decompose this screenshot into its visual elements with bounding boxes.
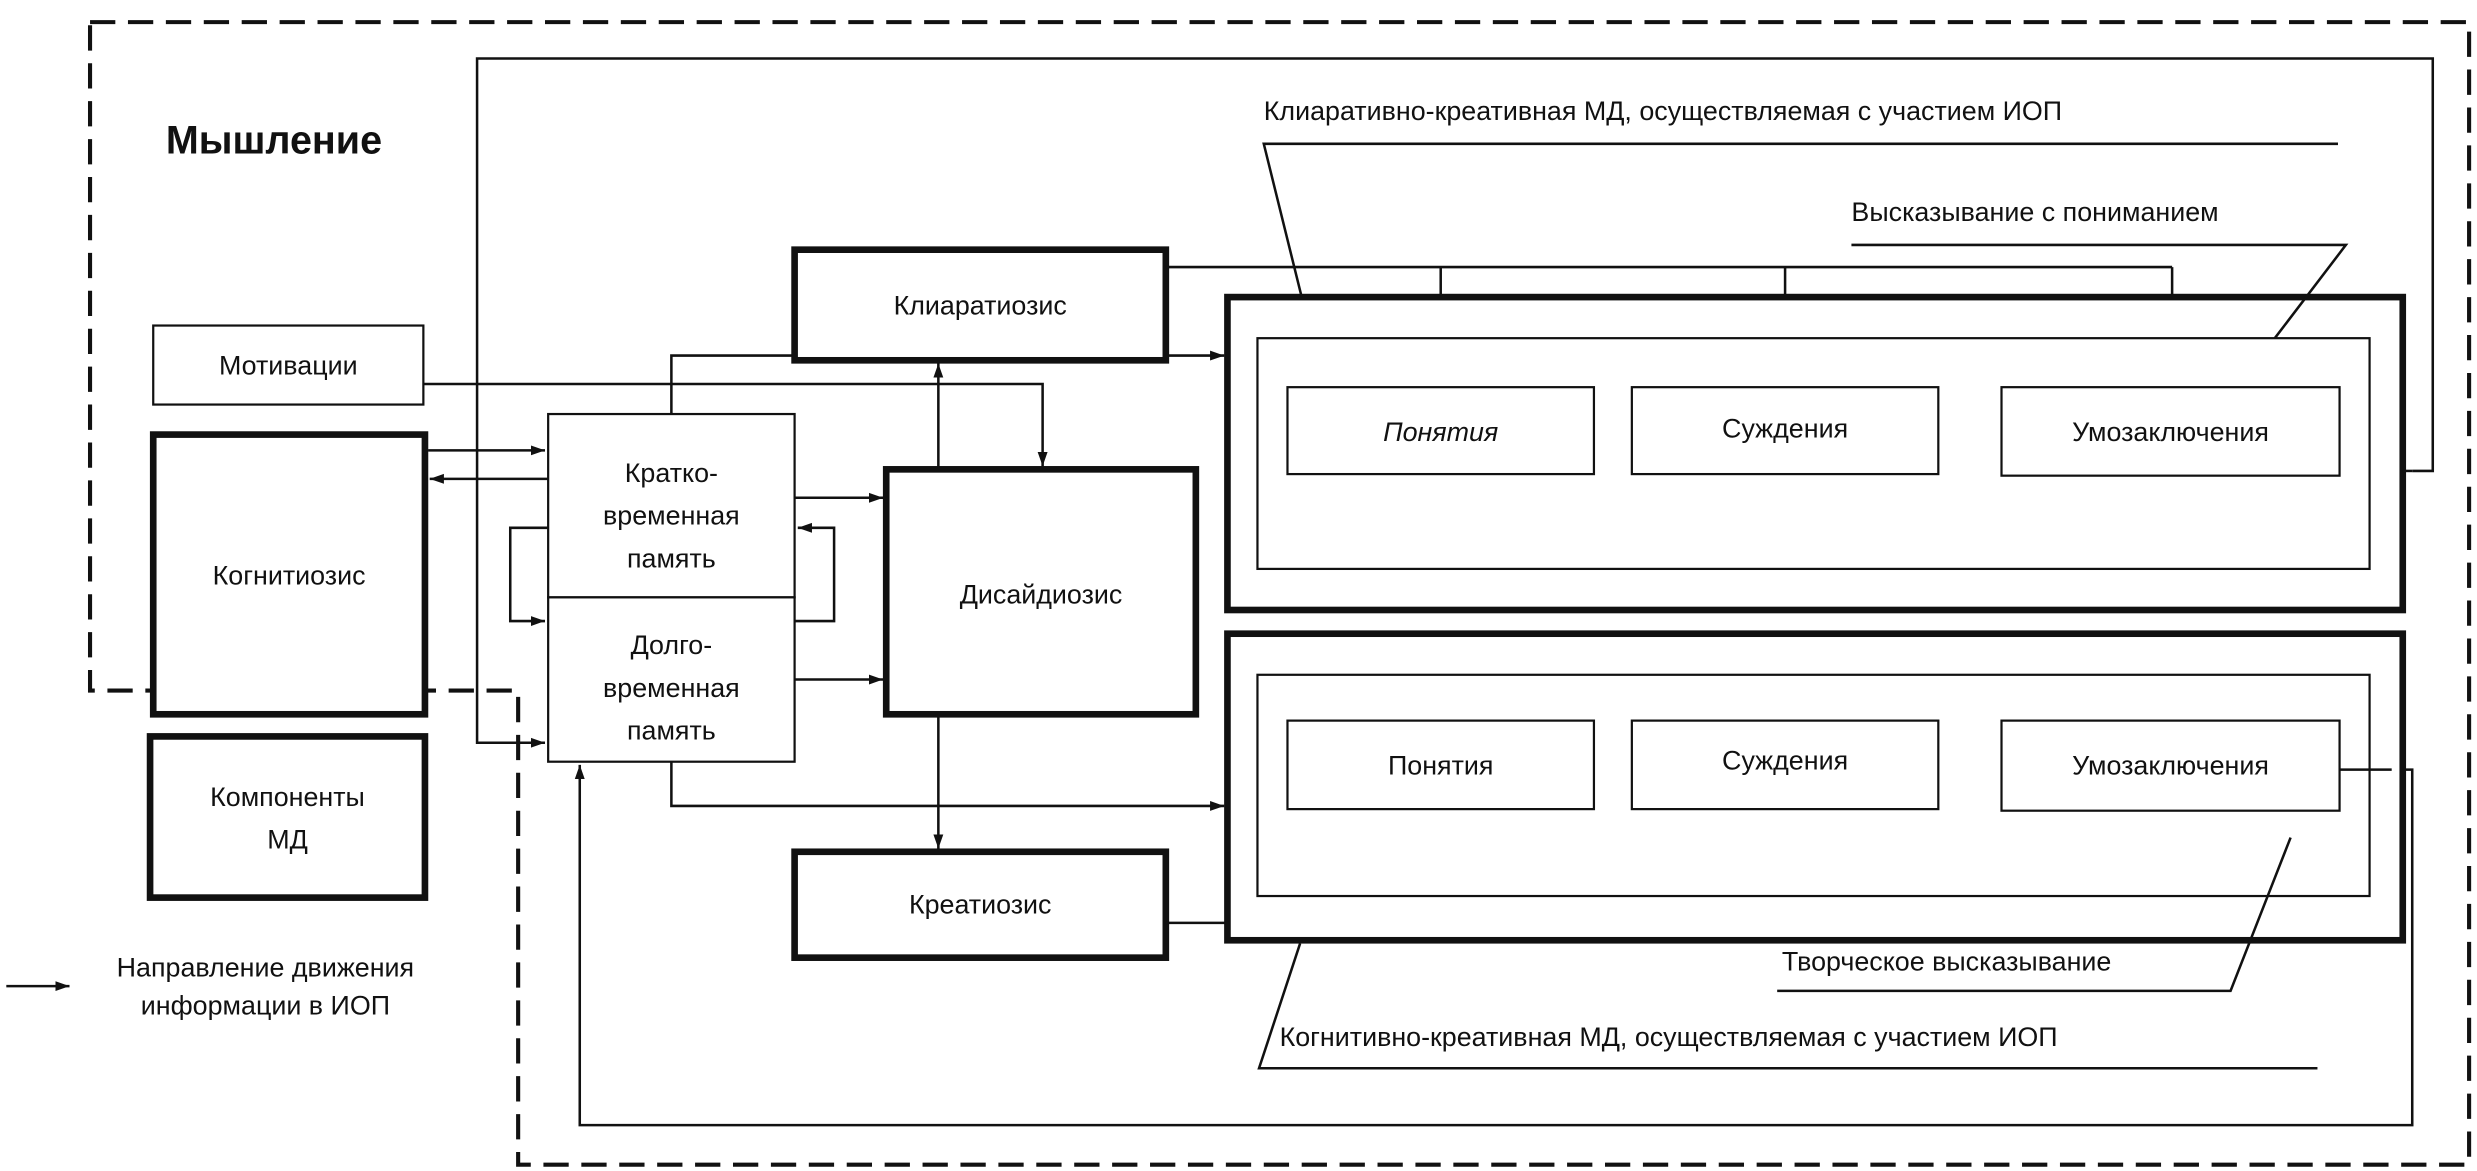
upper-group-caption: Клиаративно-креативная МД, осуществляема…: [1264, 96, 2062, 126]
stm-label-line-1: Кратко-: [625, 458, 718, 488]
legend-components-box: Компоненты МД: [146, 733, 429, 901]
lower-conclusions-label: Умозаключения: [2072, 750, 2269, 780]
stm-label-line-2: временная: [603, 501, 740, 531]
upper-concepts-label: Понятия: [1383, 417, 1498, 447]
lower-judgments-box[interactable]: Суждения: [1630, 719, 1940, 811]
lower-concepts-label: Понятия: [1388, 750, 1493, 780]
creatiosis-label: Креатиозис: [909, 889, 1052, 919]
ltm-label-line-3: память: [627, 716, 716, 746]
legend-components-line-2: МД: [267, 825, 308, 855]
upper-conclusions-box[interactable]: Умозаключения: [2000, 386, 2341, 477]
upper-inner-caption: Высказывание с пониманием: [1851, 197, 2218, 227]
upper-conclusions-label: Умозаключения: [2072, 417, 2269, 447]
lower-concepts-box[interactable]: Понятия: [1286, 719, 1596, 811]
lower-inner-caption: Творческое высказывание: [1782, 946, 2111, 976]
upper-inner-caption-leader: [1851, 243, 2349, 339]
motivations-block[interactable]: Мотивации: [152, 324, 425, 406]
upper-concepts-box[interactable]: Понятия: [1286, 386, 1596, 476]
upper-judgments-label: Суждения: [1722, 414, 1848, 444]
ltm-to-lower-group-arrow: [670, 761, 1225, 811]
ltm-to-stm-loop-arrow: [794, 522, 836, 623]
ltm-label-line-2: временная: [603, 673, 740, 703]
lower-conclusions-box[interactable]: Умозаключения: [2000, 719, 2341, 812]
stm-to-ltm-loop-arrow: [508, 526, 549, 627]
lower-inner-caption-leader: [1777, 837, 2292, 993]
short-term-memory-block[interactable]: Кратко- временная память: [547, 412, 796, 599]
upper-group-caption-leader: [1262, 142, 2338, 298]
long-term-memory-block[interactable]: Долго- временная память: [547, 596, 796, 763]
lower-group-caption-leader: [1257, 943, 2318, 1070]
legend-arrow-line-2: информации в ИОП: [141, 991, 390, 1021]
motivations-label: Мотивации: [219, 351, 358, 381]
upper-group: Понятия Суждения Умозаключения: [1224, 293, 2407, 614]
motivations-to-decisiosis-arrow: [423, 382, 1048, 467]
decisiosis-block[interactable]: Дисайдиозис: [882, 466, 1200, 718]
creatiosis-block[interactable]: Креатиозис: [791, 848, 1170, 961]
cliaratiosis-block[interactable]: Клиаратиозис: [791, 246, 1170, 364]
lower-group-caption: Когнитивно-креативная МД, осуществляемая…: [1280, 1022, 2058, 1052]
legend-arrow-line-1: Направление движения: [117, 953, 414, 983]
cognitiosis-label: Когнитиозис: [213, 561, 366, 591]
cognitiosis-block[interactable]: Когнитиозис: [149, 431, 429, 718]
stm-label-line-3: память: [627, 543, 716, 573]
feedback-loop-line: [475, 57, 2435, 748]
diagram-title: Мышление: [166, 118, 382, 162]
legend-components-line-1: Компоненты: [210, 782, 365, 812]
upper-judgments-box[interactable]: Суждения: [1630, 386, 1940, 476]
cliaratiosis-label: Клиаратиозис: [894, 290, 1067, 320]
lower-group: Понятия Суждения Умозаключения: [1224, 630, 2407, 944]
thinking-region-border: [87, 20, 2472, 1167]
ltm-label-line-1: Долго-: [631, 630, 713, 660]
lower-judgments-label: Суждения: [1722, 746, 1848, 776]
decisiosis-label: Дисайдиозис: [960, 580, 1123, 610]
